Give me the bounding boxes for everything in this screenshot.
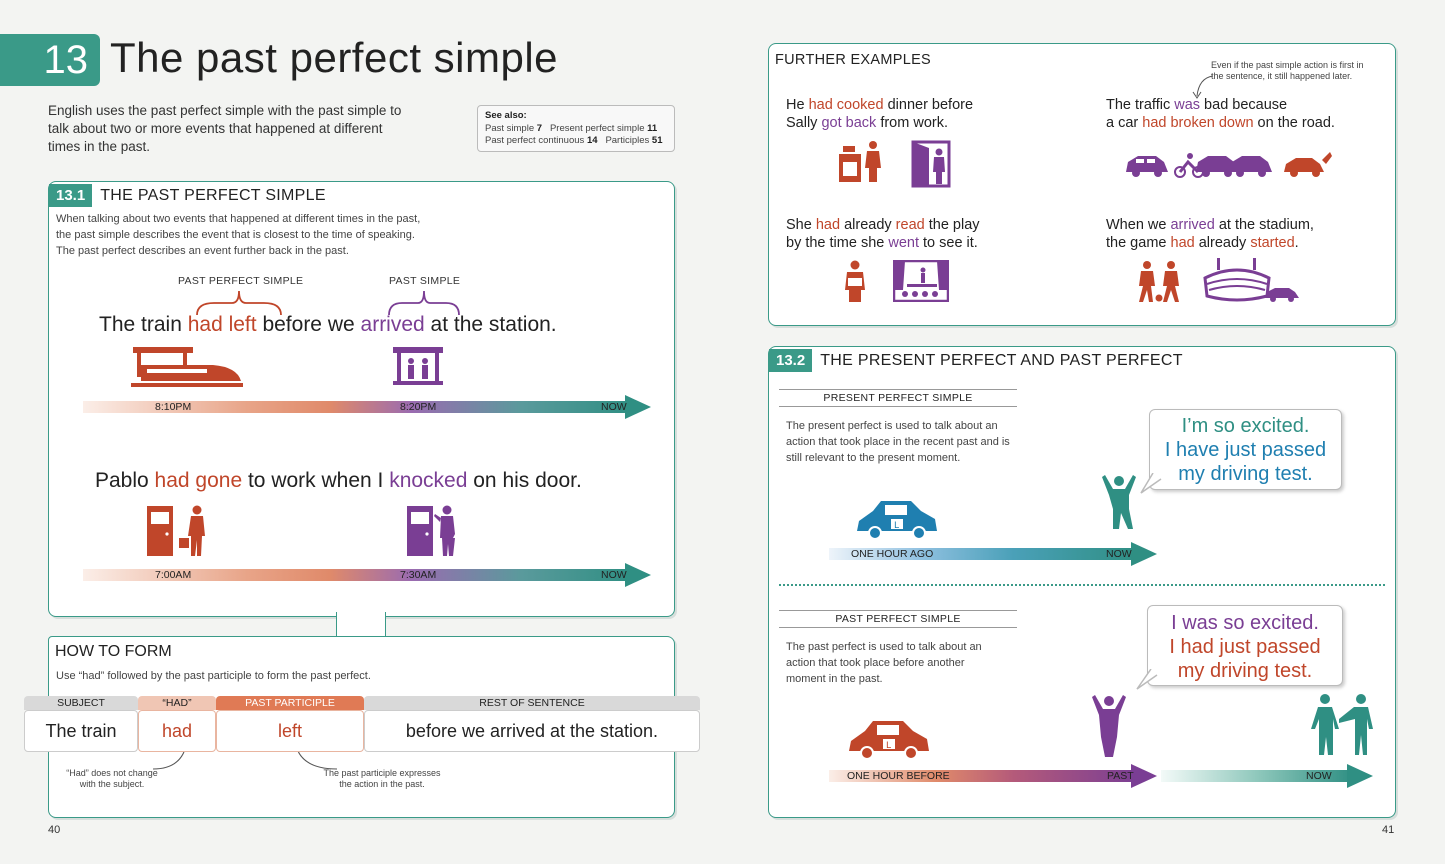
station-icon xyxy=(393,347,443,385)
celebrating-person-icon-purple xyxy=(1092,695,1126,757)
theatre-icon xyxy=(893,260,949,302)
section-13-2-panel: 13.2 THE PRESENT PERFECT AND PAST PERFEC… xyxy=(768,346,1396,818)
timeline-present-perfect: ONE HOUR AGO NOW xyxy=(829,542,1157,566)
note-had: “Had” does not change with the subject. xyxy=(66,768,158,789)
see-also-box: See also: Past simple 7 Present perfect … xyxy=(477,105,675,152)
cooking-icon xyxy=(839,141,881,182)
reading-icon xyxy=(845,260,865,302)
example-sentence-2: Pablo had gone to work when I knocked on… xyxy=(95,469,582,492)
page-number-right: 41 xyxy=(1382,824,1395,836)
timeline-2: 7:00AM 7:30AM NOW xyxy=(83,563,651,587)
segment-past-participle: PAST PARTICIPLE left xyxy=(216,696,364,754)
timeline-now: NOW xyxy=(1106,548,1132,560)
svg-text:L: L xyxy=(894,521,899,531)
example-sentence-1: The train had left before we arrived at … xyxy=(99,313,557,336)
timeline-now: NOW xyxy=(1306,770,1332,782)
two-people-icon xyxy=(1311,694,1373,755)
section-13-1-panel: 13.1 THE PAST PERFECT SIMPLE When talkin… xyxy=(48,181,675,617)
past-perfect-description: The past perfect is used to talk about a… xyxy=(786,641,982,685)
timeline-time-1: 7:00AM xyxy=(155,569,192,581)
timeline-time-2: 7:30AM xyxy=(400,569,437,581)
see-also-link[interactable]: Past perfect continuous 14 xyxy=(485,135,598,146)
section-tag: 13.1 xyxy=(49,184,93,207)
note-pointer xyxy=(1192,75,1214,99)
traffic-jam-icon xyxy=(1126,152,1332,178)
past-perfect-head: PAST PERFECT SIMPLE xyxy=(779,610,1017,628)
celebrating-person-icon-teal xyxy=(1102,475,1136,529)
see-also-link[interactable]: Participles 51 xyxy=(605,135,663,146)
section-title: THE PRESENT PERFECT AND PAST PERFECT xyxy=(820,351,1183,369)
divider xyxy=(779,584,1385,586)
timeline-now: NOW xyxy=(601,401,627,413)
timeline-now: NOW xyxy=(601,569,627,581)
segment-rest-of-sentence: REST OF SENTENCE before we arrived at th… xyxy=(364,696,700,754)
example-4: When we arrived at the stadium, the game… xyxy=(1106,217,1314,251)
train-icon xyxy=(131,347,243,387)
further-examples-panel: FURTHER EXAMPLES Even if the past simple… xyxy=(768,43,1396,326)
section-tag: 13.2 xyxy=(769,349,813,372)
further-examples-title: FURTHER EXAMPLES xyxy=(775,52,932,68)
example-3: She had already read the play by the tim… xyxy=(786,217,980,251)
door-leaving-icon xyxy=(147,505,205,556)
speech-bubble-tail xyxy=(1140,473,1162,494)
speech-bubble-past: I was so excited. I had just passed my d… xyxy=(1147,605,1343,686)
past-perfect-brace xyxy=(196,290,282,316)
speech-bubble-tail xyxy=(1136,669,1158,690)
timeline-past-perfect: ONE HOUR BEFORE PAST xyxy=(829,764,1157,788)
how-to-form-description: Use “had” followed by the past participl… xyxy=(56,670,371,682)
chapter-number: 13 xyxy=(0,34,100,86)
timeline-time-1: 8:10PM xyxy=(155,401,192,413)
timeline-now-segment: NOW xyxy=(1161,764,1373,788)
door-arriving-icon xyxy=(911,140,951,188)
example-2: The traffic was bad because a car had br… xyxy=(1106,97,1335,131)
speech-bubble-present: I’m so excited. I have just passed my dr… xyxy=(1149,409,1342,490)
see-also-title: See also: xyxy=(485,110,527,121)
label-past-perfect: PAST PERFECT SIMPLE xyxy=(178,275,304,287)
timeline-start: ONE HOUR BEFORE xyxy=(847,770,950,782)
svg-text:L: L xyxy=(886,741,891,751)
label-past-simple: PAST SIMPLE xyxy=(389,275,461,287)
learner-car-icon-blue: L xyxy=(857,501,937,540)
door-knocking-icon xyxy=(407,505,455,556)
page-number-left: 40 xyxy=(48,824,61,836)
section-title: THE PAST PERFECT SIMPLE xyxy=(100,186,326,204)
segment-had: “HAD” had xyxy=(138,696,216,754)
timeline-time-2: 8:20PM xyxy=(400,401,437,413)
section-description: When talking about two events that happe… xyxy=(56,213,421,257)
intro-text: English uses the past perfect simple wit… xyxy=(48,103,402,154)
present-perfect-head: PRESENT PERFECT SIMPLE xyxy=(779,389,1017,407)
how-to-form-title: HOW TO FORM xyxy=(55,643,172,660)
chapter-title: The past perfect simple xyxy=(110,34,559,81)
see-also-link[interactable]: Past simple 7 xyxy=(485,122,543,134)
past-simple-brace xyxy=(388,290,460,316)
timeline-1: 8:10PM 8:20PM NOW xyxy=(83,395,651,419)
example-1: He had cooked dinner before Sally got ba… xyxy=(786,97,974,131)
present-perfect-description: The present perfect is used to talk abou… xyxy=(786,420,1010,464)
stadium-icon xyxy=(1203,258,1299,302)
see-also-link[interactable]: Present perfect simple 11 xyxy=(549,122,658,134)
sentence-builder: SUBJECT The train “HAD” had PAST PARTICI… xyxy=(24,696,700,756)
football-players-icon xyxy=(1139,261,1179,302)
note-participle: The past participle expresses the action… xyxy=(323,768,441,789)
segment-subject: SUBJECT The train xyxy=(24,696,138,754)
timeline-past: PAST xyxy=(1107,770,1134,782)
further-note: Even if the past simple action is first … xyxy=(1211,60,1364,81)
timeline-start: ONE HOUR AGO xyxy=(851,548,934,560)
learner-car-icon-red: L xyxy=(849,721,929,760)
